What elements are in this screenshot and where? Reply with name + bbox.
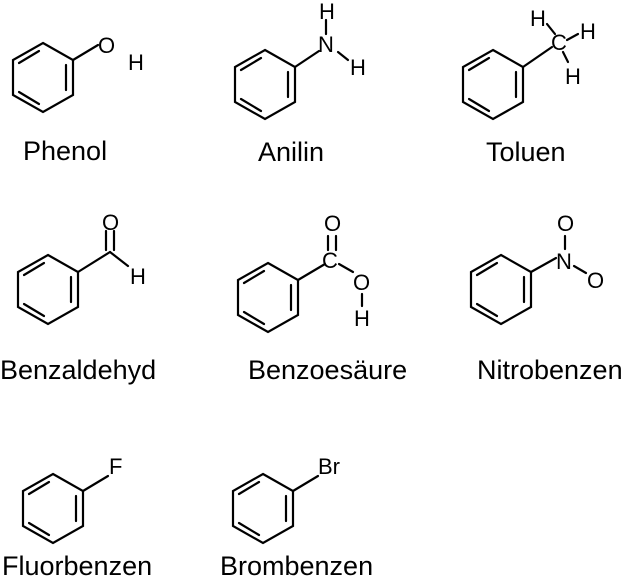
compound-name: Benzaldehyd [0, 355, 156, 385]
atom-label: F [109, 454, 122, 479]
benzene-ring [16, 253, 80, 326]
bond [545, 22, 557, 36]
atom-label: H [128, 50, 144, 75]
compound-benzaldehyd: O H Benzaldehyd [0, 210, 156, 385]
atom-label: H [319, 0, 335, 24]
benzene-ring [231, 472, 295, 545]
benzene-ring [11, 41, 75, 114]
benzene-ring [236, 261, 300, 334]
atom-label: H [350, 55, 366, 80]
bond [336, 50, 350, 62]
atom-label: O [102, 210, 119, 235]
atom-label: O [587, 268, 604, 293]
bond [76, 250, 112, 274]
atom-label: C [551, 30, 567, 55]
bond [71, 43, 100, 62]
compound-anilin: N H H Anilin [233, 0, 366, 167]
bond [108, 250, 130, 268]
benzene-ring [233, 48, 297, 121]
atom-label: H [580, 19, 596, 44]
atom-label: N [556, 249, 572, 274]
atom-label: N [318, 32, 334, 57]
compound-nitrobenzen: O N O Nitrobenzen [469, 211, 623, 385]
bond [572, 264, 588, 275]
compound-name: Toluen [486, 137, 566, 167]
atom-label: O [557, 211, 574, 236]
atom-label: H [530, 6, 546, 31]
bond [561, 50, 570, 64]
atom-label: O [98, 33, 115, 58]
atom-label: Br [318, 454, 340, 479]
atom-label: H [130, 264, 146, 289]
bond [521, 45, 554, 69]
atom-label: H [565, 64, 581, 89]
compound-phenol: O H Phenol [11, 33, 144, 166]
benzene-ring [21, 472, 85, 545]
compound-name: Nitrobenzen [477, 355, 623, 385]
compound-name: Benzoesäure [248, 355, 407, 385]
bond [529, 256, 558, 274]
bond [296, 262, 327, 282]
compound-name: Fluorbenzen [2, 551, 152, 577]
benzene-ring [469, 253, 533, 326]
benzene-ring [461, 48, 525, 121]
atom-label: O [324, 211, 341, 236]
atom-label: H [354, 306, 370, 331]
bond [291, 474, 320, 493]
bond [337, 262, 355, 274]
compound-benzoesaeure: O C O H Benzoesäure [236, 211, 407, 385]
bond [293, 49, 321, 69]
compound-name: Anilin [258, 137, 324, 167]
compound-name: Brombenzen [220, 551, 373, 577]
atom-label: C [322, 248, 338, 273]
bond [81, 474, 110, 493]
compound-toluen: H C H H Toluen [461, 6, 596, 167]
compound-brombenzen: Br Brombenzen [220, 454, 373, 577]
bond [565, 32, 580, 42]
atom-label: O [353, 270, 370, 295]
compound-fluorbenzen: F Fluorbenzen [2, 454, 152, 577]
compound-name: Phenol [23, 136, 107, 166]
